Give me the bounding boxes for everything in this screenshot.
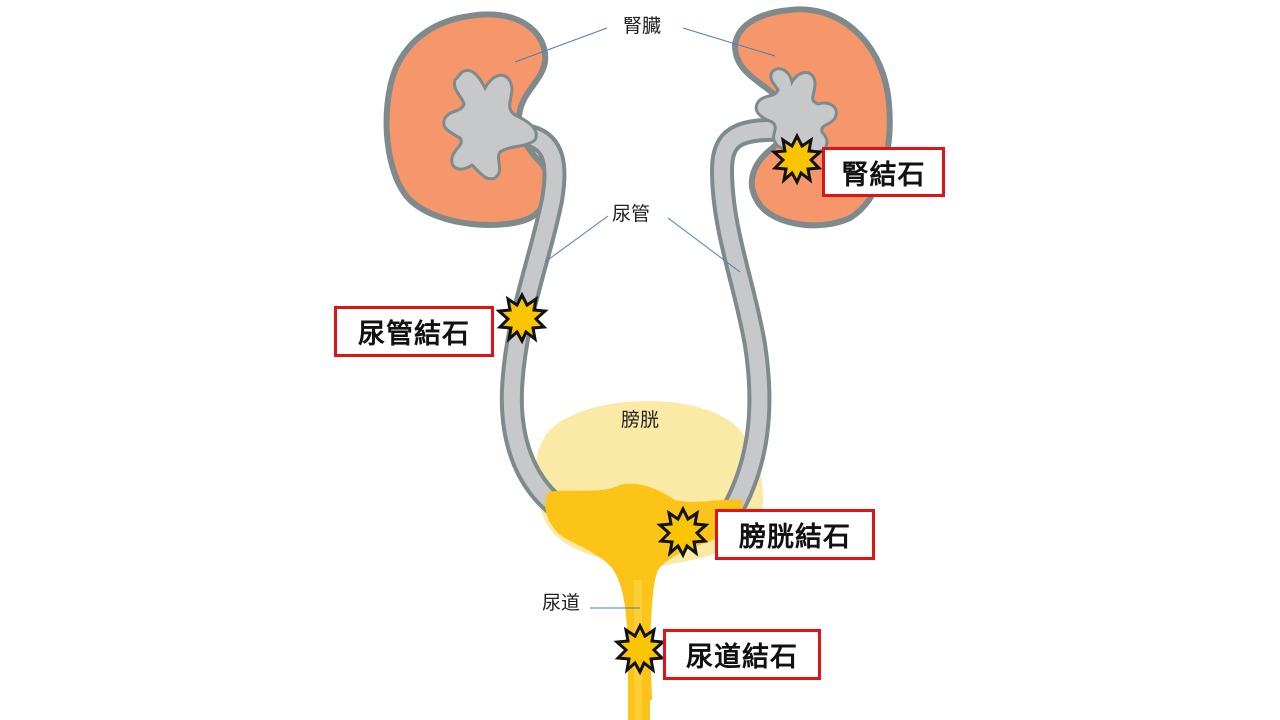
stone-icon-kidney: [770, 132, 824, 186]
label-urethra: 尿道: [542, 592, 581, 614]
kidney-stone-label: 腎結石: [822, 147, 945, 197]
urethra-stone-label: 尿道結石: [663, 629, 821, 680]
leader-lines: [514, 27, 776, 609]
bladder-stone-label: 膀胱結石: [715, 509, 875, 560]
label-kidney: 腎臓: [623, 15, 662, 37]
stone-icon-ureter: [495, 291, 549, 345]
stone-icon-urethra: [613, 622, 667, 676]
left-renal-pelvis: [442, 69, 538, 181]
ureter-stone-label: 尿管結石: [334, 306, 494, 357]
label-bladder: 膀胱: [621, 409, 660, 431]
label-ureter: 尿管: [612, 203, 651, 225]
stone-icon-bladder: [656, 505, 710, 559]
